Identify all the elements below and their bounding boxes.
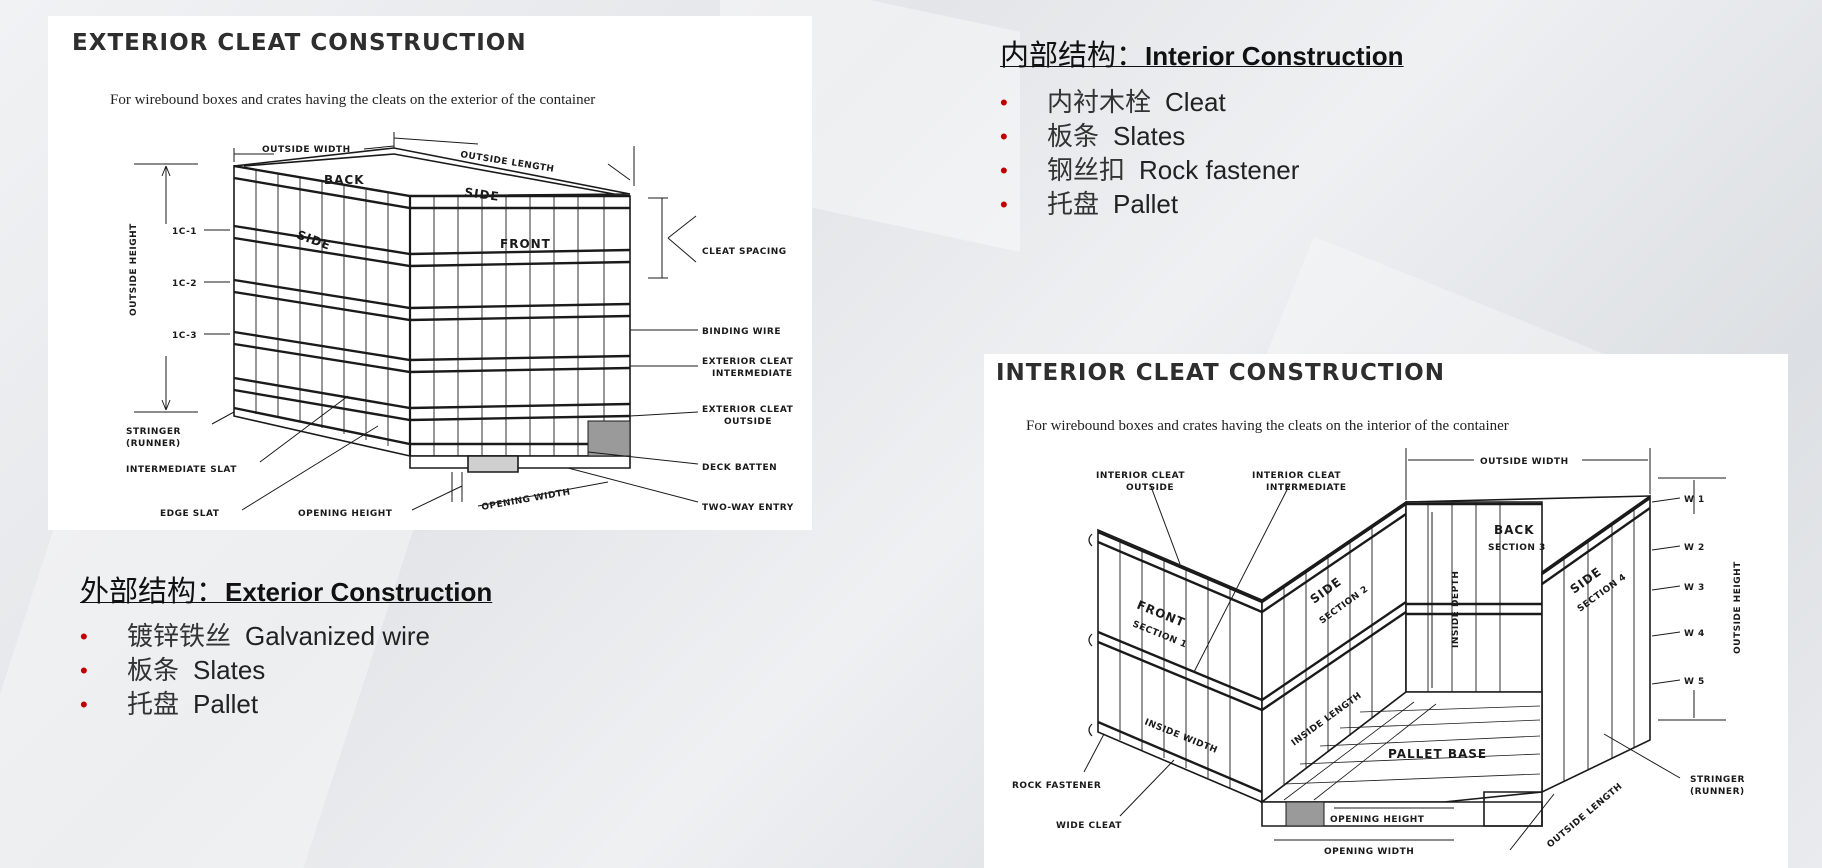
exterior-cleat-spacing-label: CLEAT SPACING [702,247,787,257]
exterior-title-en: Exterior Construction [225,577,493,607]
interior-outside-length-label: OUTSIDE LENGTH [1546,782,1625,851]
interior-diagram-subheading: For wirebound boxes and crates having th… [1026,418,1509,434]
interior-stringer-label: STRINGER [1690,775,1745,785]
interior-cleat-intermediate-label: INTERIOR CLEAT [1252,471,1341,481]
interior-pallet-base-label: PALLET BASE [1388,747,1487,761]
bullet-dot-icon: • [80,692,88,717]
interior-w1-label: W 1 [1684,495,1705,505]
exterior-cleat-3-label: 1C-3 [172,331,197,341]
interior-cleat-outside-label-2: OUTSIDE [1126,483,1174,493]
exterior-cleat-intermediate-label: EXTERIOR CLEAT [702,357,794,367]
interior-cleat-intermediate-label-2: INTERMEDIATE [1266,483,1347,493]
exterior-cleat-outside-label-2: OUTSIDE [724,417,772,427]
interior-outside-width-label: OUTSIDE WIDTH [1480,457,1569,467]
interior-title-en: Interior Construction [1145,41,1404,71]
interior-rock-fastener-label: ROCK FASTENER [1012,781,1101,791]
exterior-cleat-outside-label: EXTERIOR CLEAT [702,405,794,415]
exterior-outside-height-label: OUTSIDE HEIGHT [129,223,139,316]
exterior-diagram-subheading: For wirebound boxes and crates having th… [110,92,596,108]
bullet-dot-icon: • [1000,192,1008,217]
exterior-crate-drawing: OUTSIDE WIDTH OUTSIDE LENGTH OUTSIDE HEI… [126,132,794,519]
interior-diagram-heading: INTERIOR CLEAT CONSTRUCTION [996,360,1445,386]
exterior-edge-slat-label: EDGE SLAT [160,509,220,519]
interior-back-label: BACK [1494,523,1535,537]
exterior-diagram-heading: EXTERIOR CLEAT CONSTRUCTION [72,30,527,56]
exterior-intermediate-slat-label: INTERMEDIATE SLAT [126,465,237,475]
interior-opening-height-label: OPENING HEIGHT [1330,815,1425,825]
interior-w4-label: W 4 [1684,629,1705,639]
interior-w5-label: W 5 [1684,677,1705,687]
exterior-two-way-entry-label: TWO-WAY ENTRY [702,503,794,513]
bullet-dot-icon: • [1000,90,1008,115]
exterior-deck-batten-label: DECK BATTEN [702,463,777,473]
exterior-cleat-2-label: 1C-2 [172,279,197,289]
exterior-outside-length-label: OUTSIDE LENGTH [460,150,555,175]
exterior-diagram-panel: EXTERIOR CLEAT CONSTRUCTION For wireboun… [48,16,812,530]
interior-inside-depth-label: INSIDE DEPTH [1451,571,1461,648]
exterior-binding-wire-label: BINDING WIRE [702,327,781,337]
exterior-opening-height-label: OPENING HEIGHT [298,509,393,519]
exterior-back-label: BACK [324,173,365,187]
exterior-opening-width-label: OPENING WIDTH [481,487,572,513]
exterior-stringer-label: STRINGER [126,427,181,437]
interior-w3-label: W 3 [1684,583,1705,593]
interior-wide-cleat-label: WIDE CLEAT [1056,821,1122,831]
exterior-outside-width-label: OUTSIDE WIDTH [262,145,351,155]
interior-diagram-panel: INTERIOR CLEAT CONSTRUCTION For wireboun… [984,354,1788,868]
interior-title-zh: 内部结构： [1000,38,1146,72]
interior-section-title: 内部结构：Interior Construction [1000,32,1404,74]
interior-outside-height-label: OUTSIDE HEIGHT [1733,561,1743,654]
exterior-title-zh: 外部结构： [80,574,226,608]
exterior-front-label: FRONT [500,237,551,251]
interior-stringer-label-2: (RUNNER) [1690,787,1745,797]
bullet-dot-icon: • [80,658,88,683]
interior-w2-label: W 2 [1684,543,1705,553]
interior-opening-width-label: OPENING WIDTH [1324,847,1414,857]
interior-section-3-label: SECTION 3 [1488,543,1546,553]
exterior-cleat-1-label: 1C-1 [172,227,197,237]
interior-cleat-outside-label: INTERIOR CLEAT [1096,471,1185,481]
exterior-stringer-label-2: (RUNNER) [126,439,181,449]
bullet-dot-icon: • [80,624,88,649]
interior-crate-drawing: INTERIOR CLEAT OUTSIDE INTERIOR CLEAT IN… [1012,448,1745,857]
exterior-cleat-intermediate-label-2: INTERMEDIATE [712,369,793,379]
exterior-section-title: 外部结构：Exterior Construction [80,568,492,610]
bullet-dot-icon: • [1000,124,1008,149]
bullet-dot-icon: • [1000,158,1008,183]
exterior-side-top-label: SIDE [464,185,501,204]
